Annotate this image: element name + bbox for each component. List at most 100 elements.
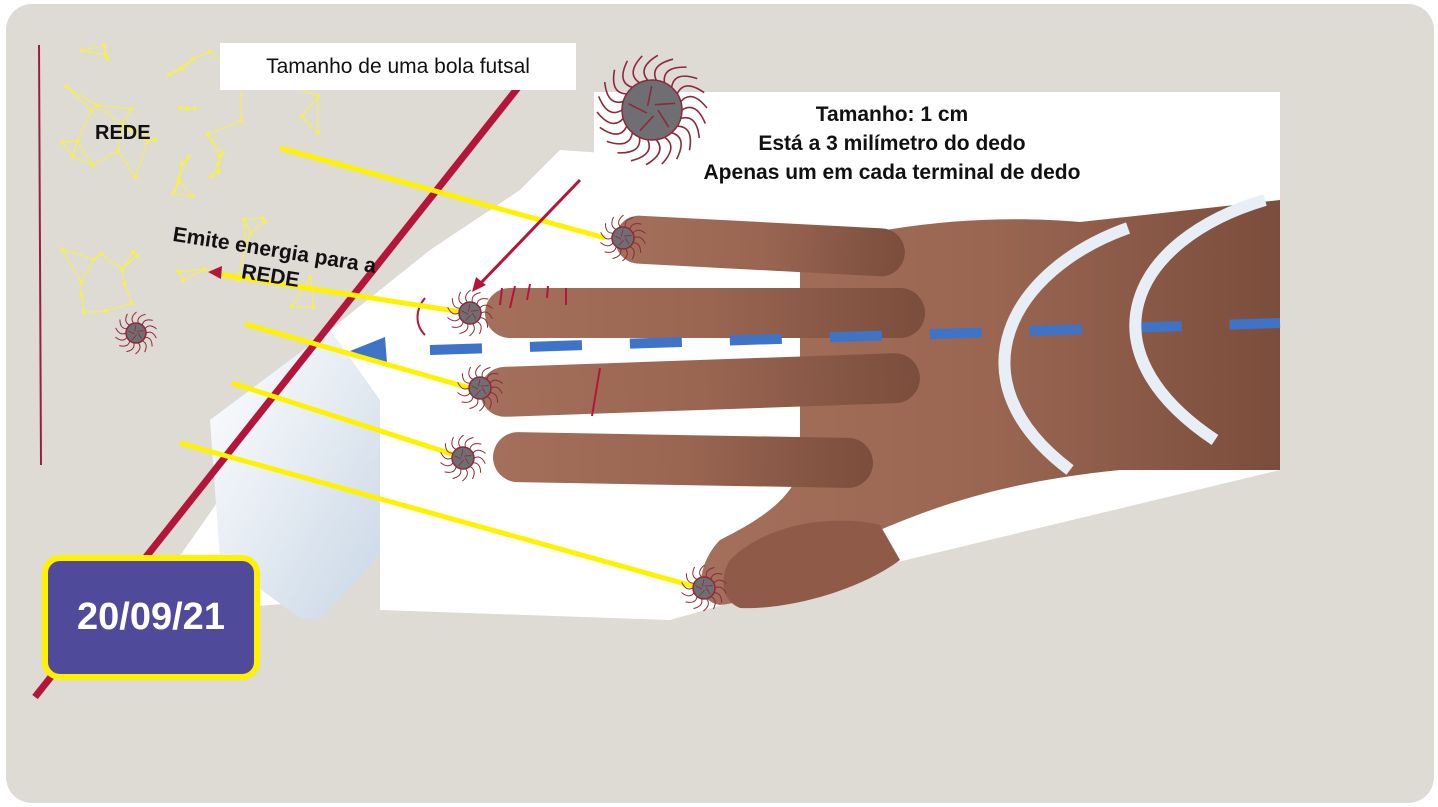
- network-node: [308, 275, 313, 280]
- network-link: [121, 255, 138, 270]
- network-link: [237, 243, 246, 280]
- network-node: [215, 161, 221, 167]
- info-line-2: Está a 3 milímetro do dedo: [758, 132, 1026, 155]
- network-link: [301, 95, 319, 117]
- network-link: [243, 219, 246, 245]
- date-text: 20/09/21: [77, 596, 225, 638]
- info-line-1: Tamanho: 1 cm: [815, 103, 969, 126]
- network-node: [176, 269, 181, 274]
- network-node: [184, 106, 190, 111]
- network-node: [209, 174, 214, 179]
- network-node: [103, 52, 108, 58]
- network-node: [315, 93, 321, 99]
- network-link: [80, 258, 95, 283]
- network-node: [99, 251, 104, 256]
- left-vertical-line: [38, 44, 42, 466]
- network-link: [123, 283, 133, 304]
- network-link: [291, 276, 311, 307]
- network-link: [72, 155, 93, 166]
- network-node: [90, 162, 95, 168]
- network-node: [262, 219, 268, 224]
- network-link: [173, 192, 193, 198]
- network-link: [243, 217, 262, 221]
- network-node: [79, 280, 84, 285]
- network-node: [79, 48, 85, 53]
- network-node: [315, 130, 321, 135]
- network-node: [129, 106, 134, 112]
- network-node: [186, 154, 192, 160]
- network-link: [61, 141, 74, 157]
- network-node: [248, 231, 254, 236]
- network-node: [202, 267, 208, 272]
- network-link: [72, 140, 78, 157]
- wrist-arc-1: [998, 222, 1131, 475]
- network-node: [289, 304, 294, 309]
- network-node: [220, 151, 226, 156]
- ray-arrowhead: [208, 266, 222, 279]
- network-node: [259, 215, 264, 221]
- network-link: [182, 268, 206, 282]
- network-node: [129, 301, 135, 306]
- network-node: [130, 249, 136, 255]
- network-node: [103, 308, 109, 314]
- network-node: [81, 310, 87, 315]
- network-node: [216, 153, 222, 159]
- network-node: [59, 139, 65, 145]
- network-node: [64, 84, 69, 89]
- particle-icon: [600, 214, 646, 262]
- network-node: [299, 114, 305, 119]
- network-node: [70, 154, 76, 159]
- network-node: [216, 169, 221, 174]
- network-node: [145, 139, 150, 144]
- date-badge: 20/09/21: [42, 555, 260, 680]
- pointer-line: [476, 178, 582, 288]
- network-link: [61, 140, 78, 143]
- large-particle-icon: [596, 54, 708, 166]
- network-link: [66, 86, 92, 112]
- network-link: [96, 104, 123, 126]
- network-link: [250, 220, 266, 234]
- network-link: [301, 115, 319, 134]
- network-link: [193, 50, 210, 60]
- network-node: [205, 132, 210, 137]
- network-link: [168, 58, 194, 75]
- network-node: [119, 267, 125, 272]
- network-node: [115, 149, 121, 154]
- particle-icon: [457, 364, 503, 412]
- network-link: [121, 251, 134, 270]
- network-link: [62, 248, 94, 260]
- network-node: [60, 246, 65, 252]
- network-node: [239, 118, 244, 124]
- network-node: [176, 176, 181, 182]
- wrist-arc-2: [1129, 194, 1267, 445]
- network-node: [207, 49, 212, 54]
- network-node: [102, 43, 107, 48]
- network-node: [242, 241, 248, 247]
- network-label: REDE: [95, 122, 151, 144]
- network-node: [88, 108, 94, 114]
- energy-rays: [179, 145, 701, 591]
- network-link: [92, 150, 119, 166]
- network-link: [179, 181, 193, 197]
- network-link: [101, 253, 123, 270]
- network-node: [180, 278, 186, 283]
- network-node: [119, 122, 125, 128]
- network-link: [177, 156, 190, 180]
- network-link: [96, 104, 132, 110]
- network-node: [79, 292, 84, 298]
- ball-size-label: Tamanho de uma bola futsal: [220, 43, 576, 90]
- network-node: [190, 194, 195, 199]
- network-node: [166, 72, 172, 77]
- network-node: [133, 174, 138, 180]
- network-link: [66, 86, 98, 106]
- network-node: [152, 137, 158, 142]
- particle-icon: [681, 564, 727, 612]
- network-link: [177, 163, 183, 179]
- network-link: [121, 108, 132, 126]
- network-node: [241, 217, 247, 222]
- network-node: [134, 253, 139, 259]
- energy-ticks: [416, 283, 601, 417]
- particle-info: Tamanho: 1 cm Está a 3 milímetro do dedo…: [692, 100, 1092, 187]
